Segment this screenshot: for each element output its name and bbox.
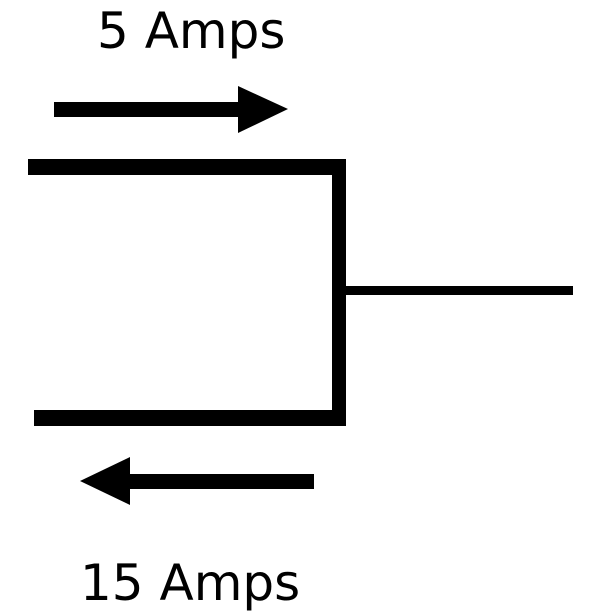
top-arrow-right-icon bbox=[54, 86, 288, 133]
vertical-wire bbox=[332, 159, 346, 425]
top-arrow-shaft bbox=[54, 102, 244, 117]
top-wire bbox=[28, 159, 346, 175]
bottom-arrow-shaft bbox=[124, 474, 314, 489]
bottom-current-label: 15 Amps bbox=[80, 554, 301, 612]
bottom-wire bbox=[34, 410, 346, 426]
bottom-arrow-head bbox=[80, 457, 130, 505]
top-arrow-head bbox=[238, 86, 288, 133]
top-current-label: 5 Amps bbox=[97, 2, 286, 60]
output-wire bbox=[346, 286, 573, 295]
bottom-arrow-left-icon bbox=[80, 457, 314, 505]
